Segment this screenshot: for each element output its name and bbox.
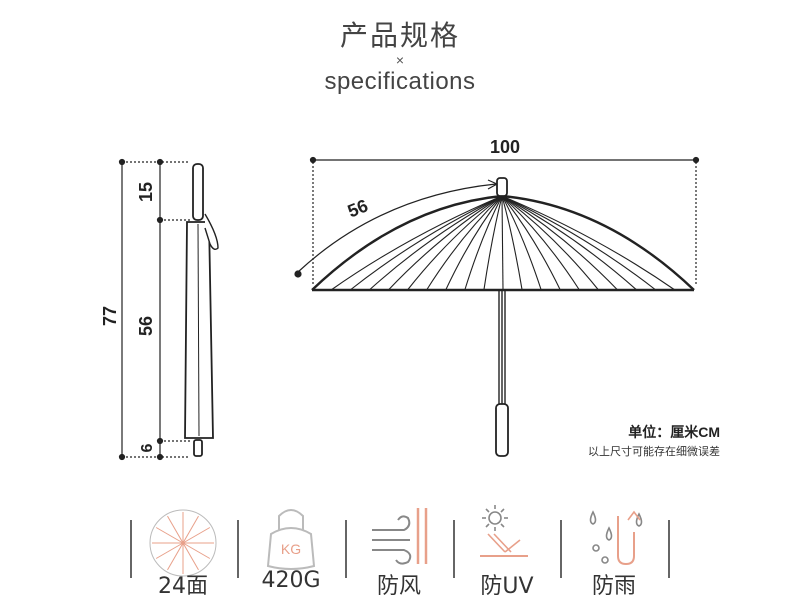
feature-divider	[453, 520, 455, 578]
canopy-rib	[368, 195, 503, 291]
canopy-rib	[501, 195, 618, 291]
closed-umbrella-drawing	[184, 163, 219, 457]
canopy-rib	[501, 195, 638, 291]
rib-spoke	[182, 527, 211, 544]
width-dimension-line	[309, 156, 700, 285]
canopy-24-ribs-icon	[149, 509, 217, 577]
canopy-rib	[501, 195, 542, 291]
feature-divider	[345, 520, 347, 578]
page-subtitle: specifications	[324, 68, 476, 95]
canopy-rib	[349, 195, 503, 291]
canopy-rib	[501, 195, 523, 291]
unit-note: 单位：厘米CM	[628, 424, 720, 440]
rib-spoke	[155, 527, 184, 544]
uv-protection-icon	[480, 505, 528, 557]
rib-spoke	[182, 542, 199, 571]
rib-spoke	[167, 542, 184, 571]
vertical-dimension-lines	[118, 158, 190, 461]
handle-length-label: 15	[136, 182, 156, 202]
rib-spoke	[167, 515, 184, 544]
total-length-label: 77	[100, 306, 120, 326]
weight-kg-icon-text: KG	[281, 541, 301, 557]
canopy-rib	[464, 195, 503, 291]
feature-divider	[130, 520, 132, 578]
windproof-icon	[372, 508, 428, 565]
feature-divider	[560, 520, 562, 578]
feature-label-ribs: 24面	[158, 574, 208, 599]
feature-label-uv: 防UV	[480, 574, 534, 599]
rib-length-label: 56	[345, 195, 371, 221]
canopy-rib	[388, 195, 503, 291]
feature-divider	[668, 520, 670, 578]
canopy-rib	[407, 195, 503, 291]
feature-label-weight: 420G	[261, 568, 321, 593]
canopy-rib	[501, 195, 504, 291]
rib-spoke	[182, 542, 211, 559]
canopy-rib	[501, 195, 599, 291]
canopy-rib	[426, 195, 503, 291]
rib-spoke	[155, 542, 184, 559]
feature-label-rainproof: 防雨	[591, 574, 636, 599]
canopy-rib	[501, 195, 561, 291]
rib-spoke	[182, 515, 199, 544]
weight-kg-icon	[266, 509, 316, 570]
open-umbrella-drawing	[311, 177, 695, 457]
canopy-rib	[330, 195, 503, 291]
tolerance-note: 以上尺寸可能存在细微误差	[588, 446, 720, 458]
canopy-rib	[501, 195, 657, 291]
open-width-label: 100	[490, 137, 520, 157]
tip-length-label: 6	[139, 443, 156, 452]
canopy-rib	[445, 195, 503, 291]
page-title: 产品规格	[339, 19, 460, 52]
canopy-rib	[483, 195, 503, 291]
canopy-rib	[501, 195, 580, 291]
title-separator: ×	[395, 52, 405, 68]
feature-label-windproof: 防风	[376, 574, 421, 599]
canopy-rib	[501, 195, 676, 291]
rainproof-icon	[589, 510, 643, 566]
feature-divider	[237, 520, 239, 578]
canopy-length-label: 56	[136, 316, 156, 336]
